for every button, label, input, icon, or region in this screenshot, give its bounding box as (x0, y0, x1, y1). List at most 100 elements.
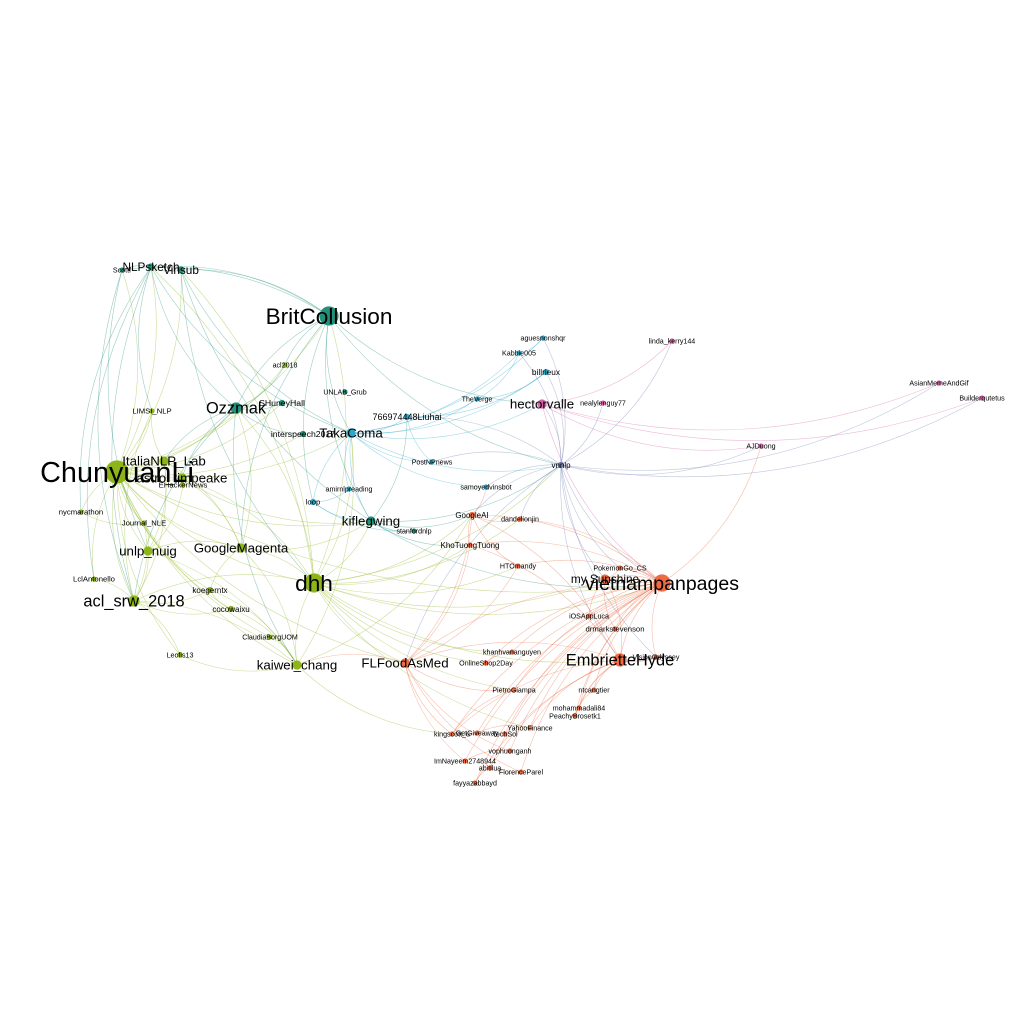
node-label: koegerntx (192, 586, 227, 595)
graph-node-imnayeem2748944 (462, 758, 468, 764)
graph-edge (116, 471, 406, 664)
graph-edge (464, 750, 511, 762)
graph-edge (370, 520, 471, 547)
graph-edge (541, 382, 940, 431)
graph-edge (296, 432, 354, 666)
graph-edge (350, 416, 408, 434)
graph-node-pokemongo-cs (617, 565, 623, 571)
graph-edge (451, 689, 515, 735)
graph-edge (180, 269, 315, 584)
graph-edge (107, 269, 149, 552)
graph-edge (560, 382, 940, 471)
graph-node-florenceparel (518, 769, 524, 775)
graph-edge (180, 269, 372, 522)
graph-edge (431, 451, 562, 466)
graph-edge (471, 514, 519, 567)
graph-edge (370, 416, 408, 522)
graph-node-interspeech2017 (299, 430, 307, 438)
graph-edge (326, 315, 352, 434)
graph-node-koegerntx (206, 586, 214, 594)
node-label: ImNayeem2748944 (434, 757, 496, 765)
node-label: acl_srw_2018 (83, 593, 184, 611)
graph-edge (313, 464, 562, 584)
node-label: nealylenguy77 (580, 399, 626, 407)
graph-node-766974448liuhai (403, 413, 411, 421)
graph-edge (370, 464, 562, 522)
graph-edge (328, 315, 543, 405)
graph-edge (181, 477, 315, 584)
graph-edge (464, 582, 663, 762)
nodes-layer (78, 263, 985, 786)
graph-node-techsol (502, 731, 508, 737)
graph-edge (560, 464, 606, 580)
node-label: interspeech2017 (271, 429, 335, 439)
graph-edge (404, 544, 471, 664)
graph-edge (545, 371, 564, 466)
node-label: FlorenceParel (499, 768, 544, 776)
node-label: Builderqutetus (959, 394, 1005, 402)
graph-edge (163, 460, 242, 549)
graph-edge (560, 464, 657, 658)
graph-edge (313, 432, 353, 584)
graph-edge (313, 582, 406, 664)
graph-edge (471, 464, 562, 516)
graph-edge (209, 589, 298, 666)
graph-edge (235, 315, 330, 409)
graph-node-yahoofinance (527, 725, 533, 731)
graph-node-hectorvalle (537, 399, 547, 409)
graph-edge (471, 514, 621, 661)
graph-edge (474, 582, 663, 784)
graph-edge (116, 471, 232, 610)
graph-edge (619, 582, 663, 661)
graph-edge (370, 520, 663, 588)
node-label: hectorvalle (510, 397, 574, 412)
node-label: vnnlp (551, 461, 571, 470)
graph-node-unlp-nuig (143, 546, 153, 556)
node-label: ItaliaNLP_Lab (122, 454, 206, 469)
graph-edge (541, 403, 762, 451)
graph-edge (79, 266, 152, 513)
graph-node-onlineshop2day (483, 660, 489, 666)
graph-edge (181, 477, 372, 524)
graph-node-abitilua (487, 765, 493, 771)
edges-layer (79, 265, 983, 784)
node-label: PokemonGo_CS (593, 564, 646, 572)
node-label: Scottf (113, 266, 131, 274)
graph-edge (350, 432, 487, 488)
node-label: GetGiveaway (456, 729, 499, 737)
graph-edge (404, 662, 511, 752)
graph-node-mohammadali84 (576, 705, 582, 711)
node-label: BritCollusion (266, 304, 393, 329)
graph-edge (451, 659, 621, 735)
graph-edge (542, 337, 566, 466)
graph-node-vophuonganh (507, 748, 513, 754)
graph-edge (406, 416, 562, 466)
graph-edge (179, 654, 298, 672)
node-label: ChunyuanLi (40, 457, 194, 489)
graph-edge (116, 433, 304, 476)
graph-edge (350, 371, 547, 434)
graph-node-getgiveaway (474, 730, 480, 736)
graph-edge (116, 315, 330, 473)
graph-edge (328, 315, 562, 466)
graph-edge (296, 514, 473, 666)
graph-node-theverge (474, 396, 480, 402)
graph-edge (476, 725, 531, 734)
node-label: HTOmandy (500, 562, 537, 570)
graph-edge (230, 608, 298, 666)
graph-edge (404, 464, 562, 664)
graph-edge (133, 407, 237, 602)
graph-node-takacoma (346, 428, 356, 438)
graph-node-builderqutetus (979, 395, 985, 401)
graph-edge (150, 266, 352, 434)
graph-edge (313, 315, 347, 584)
graph-node-billrieux (542, 368, 550, 376)
graph-edge (513, 582, 663, 691)
graph-edge (116, 269, 182, 473)
graph-edge (116, 471, 181, 656)
graph-edge (404, 582, 663, 664)
graph-edge (471, 514, 521, 522)
graph-edge (476, 352, 520, 400)
graph-edge (235, 407, 252, 549)
